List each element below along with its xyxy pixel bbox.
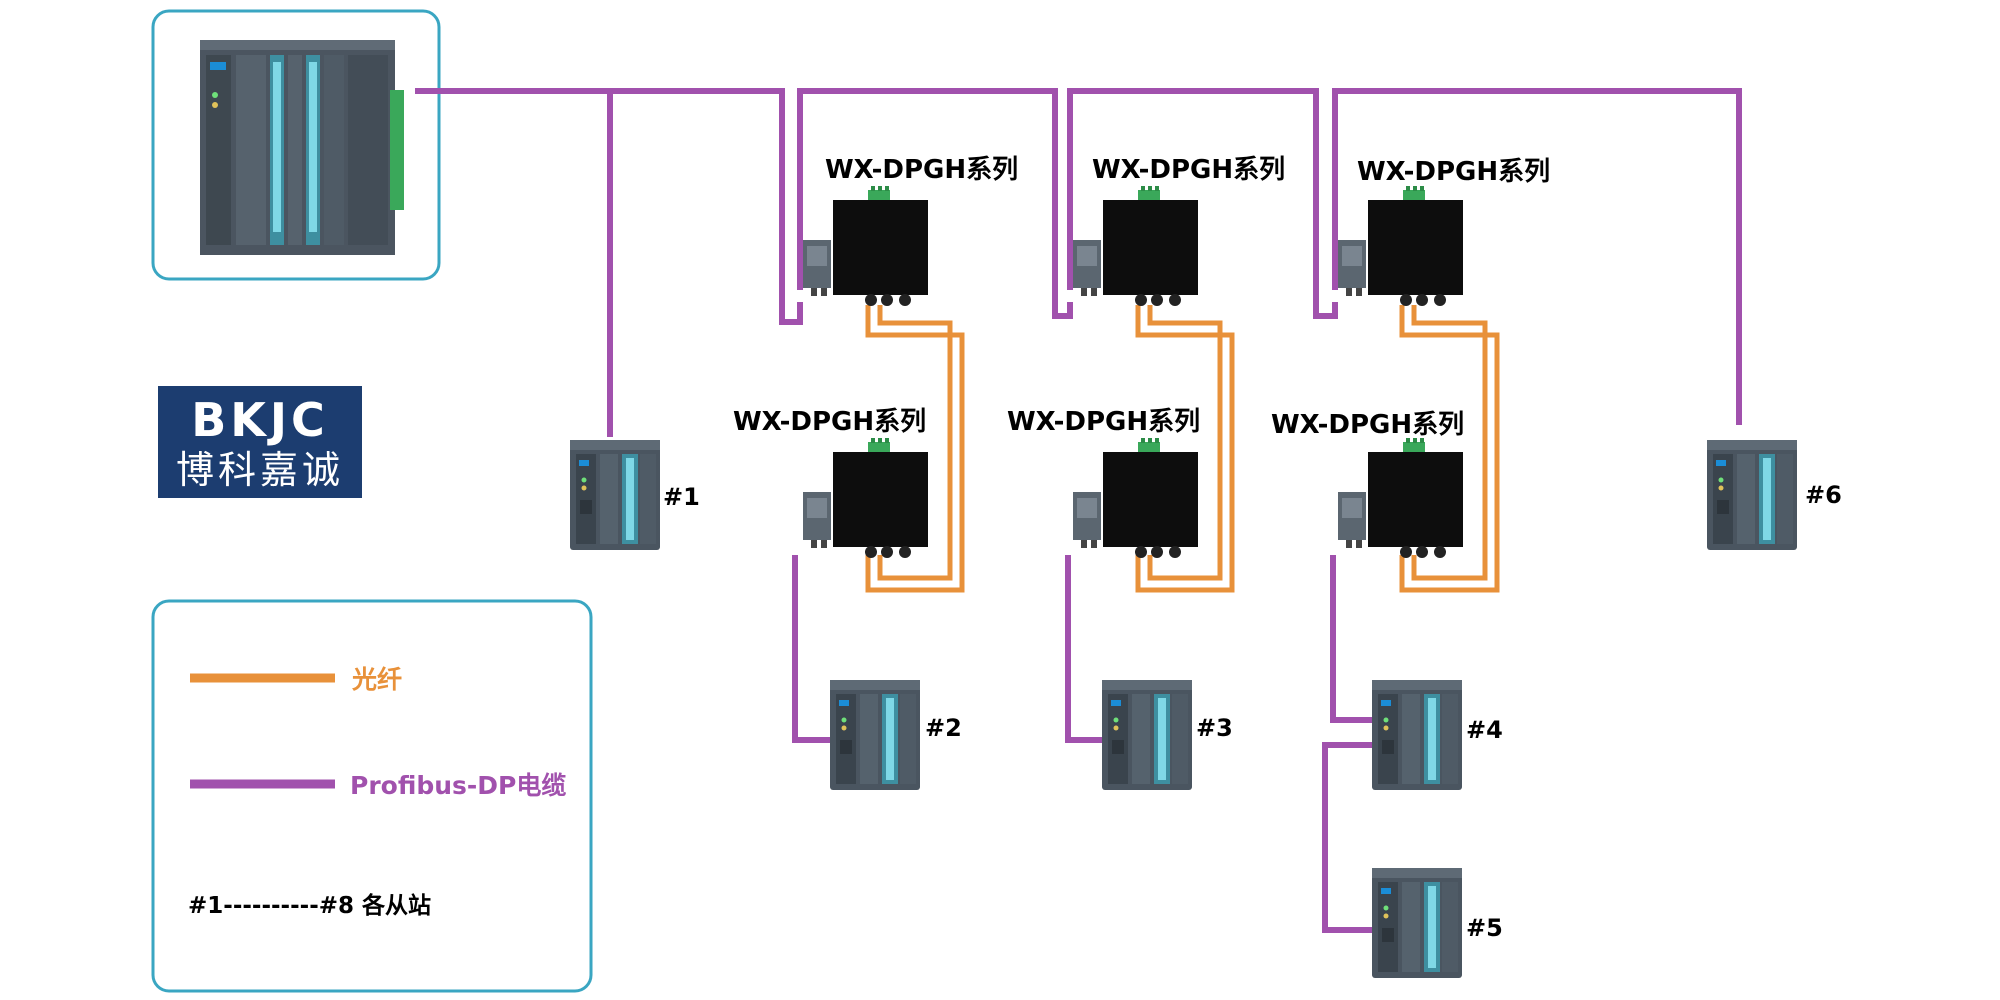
station-label-6: #6 [1805,481,1842,509]
fiber-links [865,305,1500,593]
master-plc-image [200,40,404,255]
station-label-3: #3 [1196,714,1233,742]
legend-frame [151,599,593,993]
logo-text: BKJC [191,393,329,447]
station-label-1: #1 [663,483,700,511]
converter-top-2 [1073,186,1198,306]
bkjc-logo: BKJC 博科嘉诚 [158,386,362,498]
converter-top-3 [1338,186,1463,306]
converter-bottom-label-2: WX-DPGH系列 [1007,407,1200,437]
slave-station-3 [1102,680,1192,790]
legend-stations-range: #1----------#8 各从站 [188,892,431,919]
converter-top-label-3: WX-DPGH系列 [1357,157,1550,187]
slave-station-1 [570,440,660,550]
station-label-4: #4 [1466,716,1503,744]
converter-bottom-3 [1338,438,1463,558]
converter-top-label-1: WX-DPGH系列 [825,155,1018,185]
converter-bottom-label-3: WX-DPGH系列 [1271,410,1464,440]
slave-station-6 [1707,440,1797,550]
converter-top-1 [803,186,928,306]
logo-subtitle: 博科嘉诚 [176,448,344,492]
profibus-cable [415,88,1742,933]
master-plc-frame [151,9,441,281]
converter-bottom-label-1: WX-DPGH系列 [733,407,926,437]
slave-station-5 [1372,868,1462,978]
slave-station-2 [830,680,920,790]
station-label-5: #5 [1466,914,1503,942]
converter-top-label-2: WX-DPGH系列 [1092,155,1285,185]
converter-bottom-2 [1073,438,1198,558]
legend-cable-label: Profibus-DP电缆 [350,771,566,800]
station-label-2: #2 [925,714,962,742]
slave-station-4 [1372,680,1462,790]
converter-bottom-1 [803,438,928,558]
legend-fiber-label: 光纤 [351,665,402,694]
